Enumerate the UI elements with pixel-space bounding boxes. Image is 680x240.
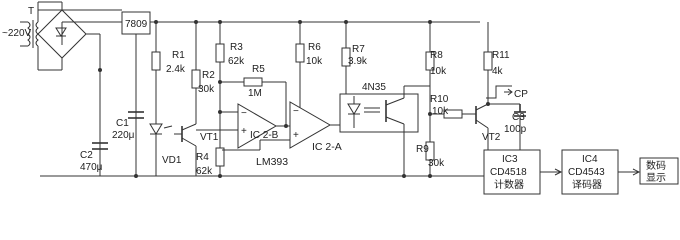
opto-label: 4N35: [362, 82, 386, 93]
capacitor-c3: [488, 103, 526, 150]
r8-name: R8: [430, 50, 443, 61]
r3-name: R3: [230, 42, 243, 53]
r10-value: 10k: [432, 106, 449, 117]
r11-value: 4k: [492, 66, 504, 77]
resistor-r6: [295, 43, 305, 63]
ic2b-minus: −: [241, 108, 247, 119]
r5-name: R5: [252, 64, 265, 75]
r7-name: R7: [352, 44, 365, 55]
ic3-line1: IC3: [502, 154, 518, 165]
digital-display: [639, 157, 679, 185]
r9-name: R9: [416, 144, 429, 155]
transformer: [20, 10, 62, 71]
optocoupler-4n35: [339, 93, 419, 133]
capacitor-c2: [92, 70, 108, 150]
cp-label: CP: [514, 89, 528, 100]
lm393-label: LM393: [256, 156, 288, 168]
r4-name: R4: [196, 152, 209, 163]
cp-pulse-symbol: [486, 85, 512, 99]
circuit-diagram: T ~220V 7809 C2 470μ C1 220μ R1 2.4k: [2, 1, 679, 195]
vd1-label: VD1: [162, 155, 182, 166]
r6-value: 10k: [306, 56, 323, 67]
ic2a-plus: +: [293, 130, 299, 141]
r6-name: R6: [308, 42, 321, 53]
c2-name: C2: [80, 150, 93, 161]
transformer-label: T: [28, 6, 34, 17]
r2-value: 30k: [198, 84, 215, 95]
r5-value: 1M: [248, 88, 262, 99]
r11-name: R11: [492, 50, 510, 61]
c1-value: 220μ: [112, 130, 135, 141]
regulator-label: 7809: [125, 19, 148, 30]
r1-name: R1: [172, 50, 185, 61]
transistor-vt1: [174, 123, 197, 176]
display-line2: 显示: [646, 172, 666, 184]
r9-value: 30k: [428, 158, 445, 169]
r4-value: 62k: [196, 166, 213, 177]
resistor-r3: [215, 43, 225, 63]
vt1-label: VT1: [200, 132, 219, 143]
led-vd1: [149, 123, 173, 176]
junction-dots: [98, 20, 490, 178]
ic2a-minus: −: [293, 106, 299, 117]
ic3-line3: 计数器: [494, 178, 524, 191]
r1-value: 2.4k: [166, 64, 186, 75]
c2-value: 470μ: [80, 162, 103, 173]
r10-name: R10: [430, 94, 449, 105]
schematic-canvas: T ~220V 7809 C2 470μ C1 220μ R1 2.4k: [2, 1, 679, 195]
c3-name: C3: [512, 112, 525, 123]
resistor-r1: [151, 51, 161, 71]
r3-value: 62k: [228, 56, 245, 67]
ic4-line3: 译码器: [572, 179, 602, 191]
ac-input-label: ~220V: [2, 28, 32, 39]
display-line1: 数码: [646, 159, 666, 172]
ic2b-label: IC 2-B: [250, 130, 279, 141]
r7-value: 3.9k: [348, 56, 368, 67]
ic4-line1: IC4: [582, 154, 598, 165]
c3-value: 100p: [504, 124, 527, 135]
resistor-r5: [243, 77, 263, 87]
ic4-line2: CD4543: [568, 167, 605, 178]
ic4-decoder: [561, 149, 619, 195]
opamp-ic2a: [222, 101, 346, 151]
c1-name: C1: [116, 118, 129, 129]
ic3-counter: [483, 149, 541, 195]
ic2a-label: IC 2-A: [312, 141, 342, 153]
ic3-line2: CD4518: [490, 167, 527, 178]
ic2b-plus: +: [241, 126, 247, 137]
resistor-r4: [215, 147, 225, 167]
r2-name: R2: [202, 70, 215, 81]
r8-value: 10k: [430, 66, 447, 77]
vt2-label: VT2: [482, 132, 501, 143]
capacitor-c1: [128, 100, 144, 119]
resistor-r11: [483, 51, 493, 71]
